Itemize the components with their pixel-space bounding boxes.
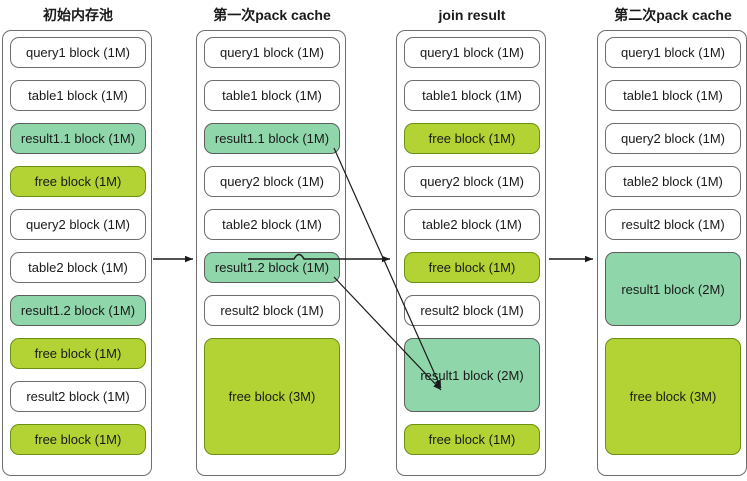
memory-block[interactable]: result1.1 block (1M) [204, 123, 340, 154]
memory-pool-container: query1 block (1M) table1 block (1M) resu… [2, 30, 152, 476]
column-join-result: join result query1 block (1M) table1 blo… [396, 0, 548, 481]
memory-block[interactable]: query1 block (1M) [605, 37, 741, 68]
memory-block[interactable]: table2 block (1M) [404, 209, 540, 240]
memory-block[interactable]: table2 block (1M) [204, 209, 340, 240]
memory-block[interactable]: result2 block (1M) [605, 209, 741, 240]
memory-block[interactable]: result1.2 block (1M) [10, 295, 146, 326]
memory-block[interactable]: free block (1M) [404, 252, 540, 283]
memory-block[interactable]: free block (1M) [404, 123, 540, 154]
block-list: query1 block (1M) table1 block (1M) free… [404, 37, 540, 455]
memory-block[interactable]: result1.1 block (1M) [10, 123, 146, 154]
block-list: query1 block (1M) table1 block (1M) resu… [10, 37, 146, 455]
memory-pool-container: query1 block (1M) table1 block (1M) resu… [196, 30, 346, 476]
memory-pool-container: query1 block (1M) table1 block (1M) free… [396, 30, 546, 476]
memory-block[interactable]: result1 block (2M) [404, 338, 540, 412]
memory-block[interactable]: table1 block (1M) [204, 80, 340, 111]
memory-block[interactable]: free block (3M) [204, 338, 340, 455]
memory-block[interactable]: free block (1M) [10, 424, 146, 455]
memory-block[interactable]: result1 block (2M) [605, 252, 741, 326]
memory-block[interactable]: result2 block (1M) [404, 295, 540, 326]
memory-block[interactable]: table2 block (1M) [10, 252, 146, 283]
memory-block[interactable]: query1 block (1M) [10, 37, 146, 68]
memory-pool-container: query1 block (1M) table1 block (1M) quer… [597, 30, 747, 476]
memory-block[interactable]: query2 block (1M) [204, 166, 340, 197]
memory-block[interactable]: query2 block (1M) [404, 166, 540, 197]
block-list: query1 block (1M) table1 block (1M) quer… [605, 37, 741, 455]
column-title: 初始内存池 [43, 7, 113, 23]
memory-block[interactable]: query1 block (1M) [204, 37, 340, 68]
block-list: query1 block (1M) table1 block (1M) resu… [204, 37, 340, 455]
column-title: join result [438, 7, 506, 23]
memory-block[interactable]: free block (1M) [10, 338, 146, 369]
memory-block[interactable]: free block (1M) [10, 166, 146, 197]
memory-block[interactable]: query2 block (1M) [605, 123, 741, 154]
column-title: 第一次pack cache [213, 7, 331, 23]
column-first-pack-cache: 第一次pack cache query1 block (1M) table1 b… [196, 0, 348, 481]
memory-block[interactable]: table1 block (1M) [10, 80, 146, 111]
column-initial-memory-pool: 初始内存池 query1 block (1M) table1 block (1M… [2, 0, 154, 481]
column-second-pack-cache: 第二次pack cache query1 block (1M) table1 b… [597, 0, 747, 481]
memory-block[interactable]: result2 block (1M) [204, 295, 340, 326]
memory-block[interactable]: query2 block (1M) [10, 209, 146, 240]
memory-block[interactable]: result1.2 block (1M) [204, 252, 340, 283]
memory-block[interactable]: table1 block (1M) [605, 80, 741, 111]
memory-block[interactable]: table1 block (1M) [404, 80, 540, 111]
memory-block[interactable]: query1 block (1M) [404, 37, 540, 68]
memory-block[interactable]: free block (1M) [404, 424, 540, 455]
memory-block[interactable]: free block (3M) [605, 338, 741, 455]
memory-block[interactable]: result2 block (1M) [10, 381, 146, 412]
memory-block[interactable]: table2 block (1M) [605, 166, 741, 197]
column-title: 第二次pack cache [614, 7, 732, 23]
